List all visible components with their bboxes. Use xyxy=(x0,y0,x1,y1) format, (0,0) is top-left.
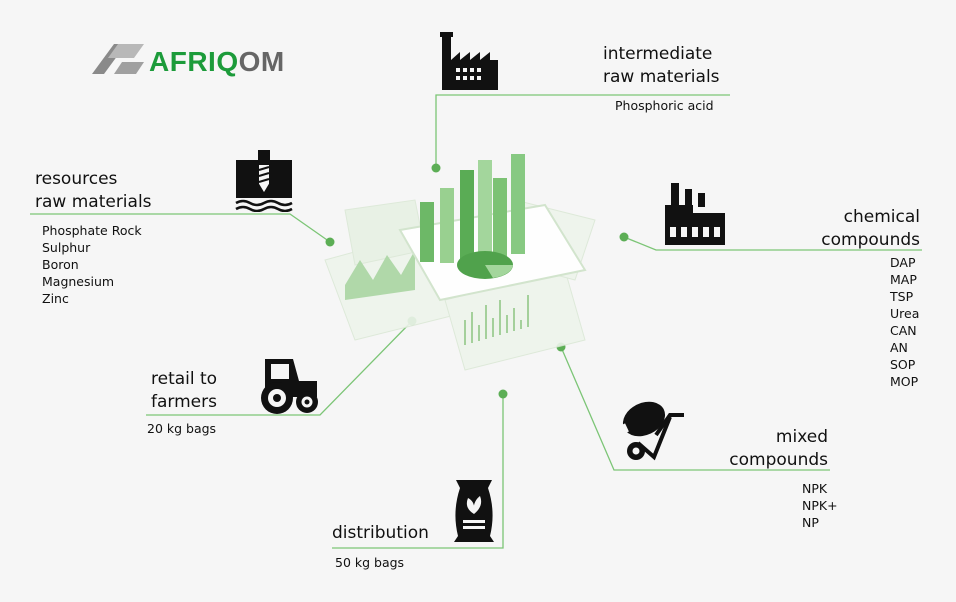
retail-title-line1: retail to xyxy=(151,369,218,389)
logo-text-q: Q xyxy=(216,46,239,77)
list-item: SOP xyxy=(890,357,916,372)
area-chart-mark xyxy=(345,250,415,300)
resources-items: Phosphate Rock Sulphur Boron Magnesium Z… xyxy=(42,222,142,307)
mixed-items: NPK NPK+ NP xyxy=(802,480,838,531)
list-item: Urea xyxy=(890,306,920,321)
connector-retail xyxy=(146,320,413,416)
central-analytics-graphic xyxy=(324,154,596,371)
bar-mark xyxy=(478,160,492,265)
list-item: NPK xyxy=(802,481,828,496)
resources-title: resources raw materials xyxy=(35,168,152,214)
bar-mark xyxy=(511,154,525,254)
list-item: MAP xyxy=(890,272,917,287)
intermediate-items: Phosphoric acid xyxy=(615,97,714,114)
chemical-items: DAP MAP TSP Urea CAN AN SOP MOP xyxy=(890,254,919,390)
distribution-title: distribution xyxy=(332,522,429,545)
factory-icon xyxy=(665,183,725,245)
dot-chemical xyxy=(619,232,629,242)
cement-mixer-icon xyxy=(620,401,684,461)
list-item: Boron xyxy=(42,257,79,272)
distribution-title-line1: distribution xyxy=(332,523,429,543)
list-item: NP xyxy=(802,515,819,530)
resources-title-line1: resources xyxy=(35,169,118,189)
connector-intermediate xyxy=(435,94,730,168)
bar-mark xyxy=(493,178,507,263)
list-item: MOP xyxy=(890,374,919,389)
intermediate-title-line1: intermediate xyxy=(603,44,713,64)
list-item: Phosphoric acid xyxy=(615,98,714,113)
bar-mark xyxy=(460,170,474,262)
connector-mixed xyxy=(560,346,830,471)
bar-mark xyxy=(420,202,434,262)
connector-chemical xyxy=(623,236,922,251)
list-item: Zinc xyxy=(42,291,69,306)
bar-mark xyxy=(440,188,454,263)
logo-text-afri: AFRI xyxy=(149,46,217,77)
list-item: 20 kg bags xyxy=(147,421,217,436)
dot-intermediate xyxy=(431,163,441,173)
connector-distribution xyxy=(332,394,504,549)
retail-items: 20 kg bags xyxy=(147,420,216,437)
mini-bar-chart xyxy=(464,295,529,345)
distribution-items: 50 kg bags xyxy=(335,554,404,571)
chemical-title-line1: chemical xyxy=(843,207,920,227)
dot-resources xyxy=(325,237,335,247)
factory-tower-icon xyxy=(440,32,498,90)
list-item: 50 kg bags xyxy=(335,555,405,570)
intermediate-title: intermediate raw materials xyxy=(603,43,720,89)
intermediate-title-line2: raw materials xyxy=(603,67,720,87)
retail-title: retail to farmers xyxy=(151,368,217,414)
list-item: Phosphate Rock xyxy=(42,223,142,238)
mixed-title: mixed compounds xyxy=(700,426,828,472)
list-item: DAP xyxy=(890,255,916,270)
logo-text-om: OM xyxy=(238,46,285,77)
logo-mark-icon xyxy=(92,44,144,74)
logo-wordmark: AFRIQOM xyxy=(149,46,285,78)
connector-resources xyxy=(30,213,331,243)
tractor-icon xyxy=(261,359,318,414)
fertilizer-bag-icon xyxy=(454,480,494,542)
dot-distribution xyxy=(498,389,508,399)
resources-title-line2: raw materials xyxy=(35,192,152,212)
list-item: NPK+ xyxy=(802,498,838,513)
list-item: Magnesium xyxy=(42,274,115,289)
list-item: TSP xyxy=(890,289,914,304)
chemical-title-line2: compounds xyxy=(821,230,920,250)
drill-mining-icon xyxy=(235,150,293,212)
mixed-title-line1: mixed xyxy=(775,427,828,447)
list-item: AN xyxy=(890,340,908,355)
list-item: Sulphur xyxy=(42,240,91,255)
pie-slice-mark xyxy=(485,265,513,278)
retail-title-line2: farmers xyxy=(151,392,217,412)
mixed-title-line2: compounds xyxy=(729,450,828,470)
list-item: CAN xyxy=(890,323,917,338)
chemical-title: chemical compounds xyxy=(790,206,920,252)
